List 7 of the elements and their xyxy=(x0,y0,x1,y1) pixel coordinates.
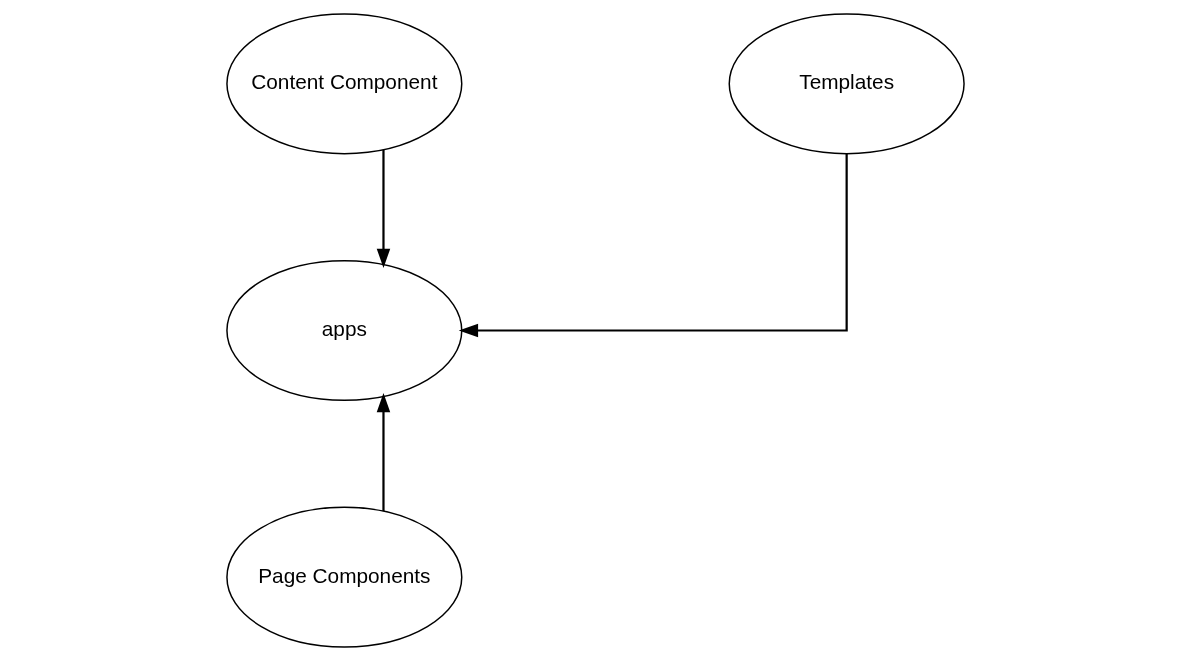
arrow xyxy=(376,393,390,512)
arrow xyxy=(376,149,390,268)
node-ellipse: apps xyxy=(225,259,462,402)
node-ellipse: Page Components xyxy=(225,506,462,648)
node-ellipse: Templates xyxy=(728,13,965,155)
arrow xyxy=(458,153,848,338)
node-ellipse: Content Component xyxy=(225,13,462,155)
